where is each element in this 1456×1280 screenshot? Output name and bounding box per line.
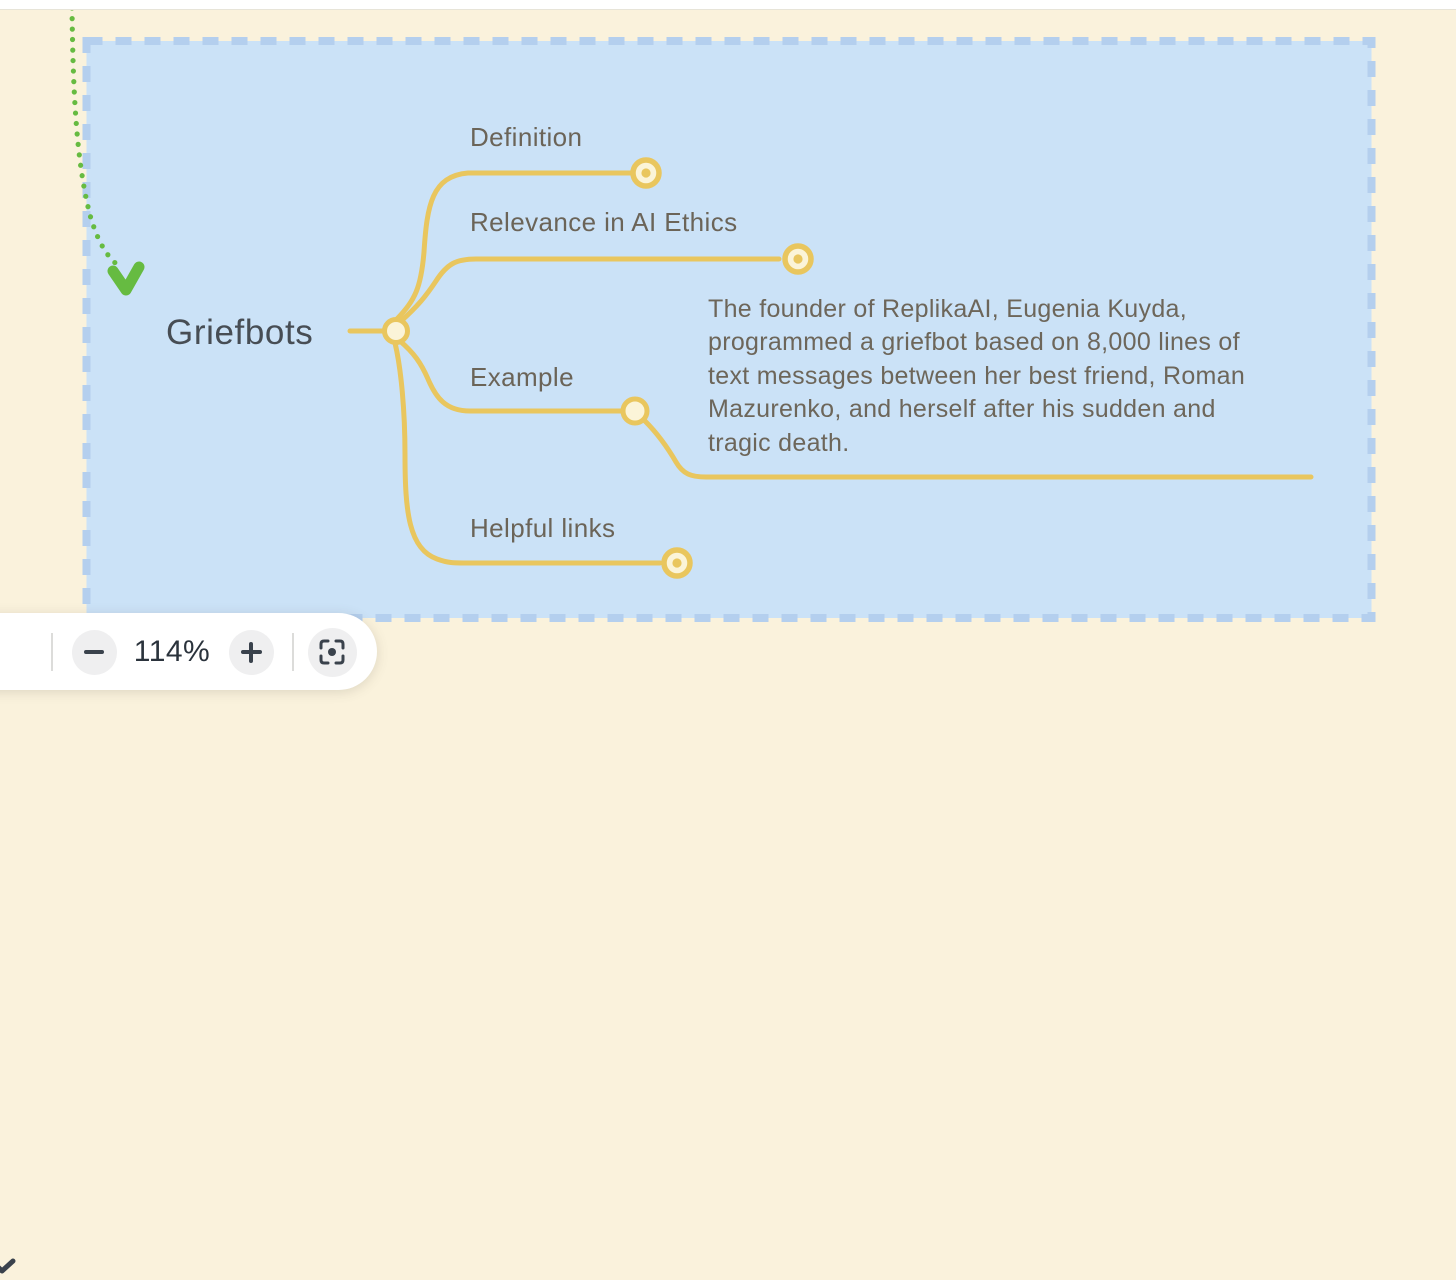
collapsed-node-definition[interactable] bbox=[630, 157, 662, 189]
fit-to-screen-button[interactable] bbox=[307, 627, 357, 677]
collapsed-node-helpful-links[interactable] bbox=[661, 547, 693, 579]
selection-region[interactable] bbox=[82, 37, 1376, 622]
toolbar-divider bbox=[51, 633, 53, 671]
branch-line-example-note bbox=[642, 418, 1314, 480]
zoom-in-button[interactable] bbox=[228, 629, 274, 675]
collapse-dot-icon bbox=[793, 254, 803, 264]
branch-line-relevance bbox=[397, 256, 782, 325]
plus-icon bbox=[240, 641, 262, 663]
mindmap-example-note[interactable]: The founder of ReplikaAI, Eugenia Kuyda,… bbox=[708, 295, 1246, 457]
fit-to-screen-icon bbox=[319, 639, 345, 665]
mindmap-branch-helpful-links[interactable]: Helpful links bbox=[470, 513, 616, 543]
mindmap-branch-example[interactable]: Example bbox=[470, 362, 574, 392]
branch-line-helpful-links bbox=[392, 340, 663, 566]
chevron-down-icon[interactable] bbox=[0, 1250, 17, 1280]
green-dotted-arrow[interactable] bbox=[69, 5, 145, 296]
arrow-dotted-line bbox=[69, 5, 122, 269]
branch-line-definition bbox=[394, 170, 634, 322]
zoom-out-button[interactable] bbox=[71, 629, 117, 675]
canvas-shapes bbox=[69, 5, 1376, 622]
mindmap-branch-relevance[interactable]: Relevance in AI Ethics bbox=[470, 207, 738, 237]
collapse-dot-icon bbox=[641, 168, 651, 178]
zoom-level-value[interactable]: 114% bbox=[133, 634, 211, 668]
top-edge-strip bbox=[0, 0, 1456, 10]
branch-connectors bbox=[347, 170, 1314, 566]
toolbar-divider bbox=[292, 633, 294, 671]
branch-line-example bbox=[397, 338, 624, 414]
collapse-dot-icon bbox=[672, 558, 682, 568]
minus-icon bbox=[84, 649, 104, 655]
mindmap-branch-definition[interactable]: Definition bbox=[470, 122, 583, 152]
mindmap-root-label[interactable]: Griefbots bbox=[166, 313, 314, 352]
expanded-node-example[interactable] bbox=[620, 396, 650, 426]
collapsed-node-relevance[interactable] bbox=[782, 243, 814, 275]
root-node-circle[interactable] bbox=[382, 317, 410, 345]
zoom-toolbar: 114% bbox=[0, 613, 377, 1274]
arrowhead-icon bbox=[107, 261, 145, 296]
